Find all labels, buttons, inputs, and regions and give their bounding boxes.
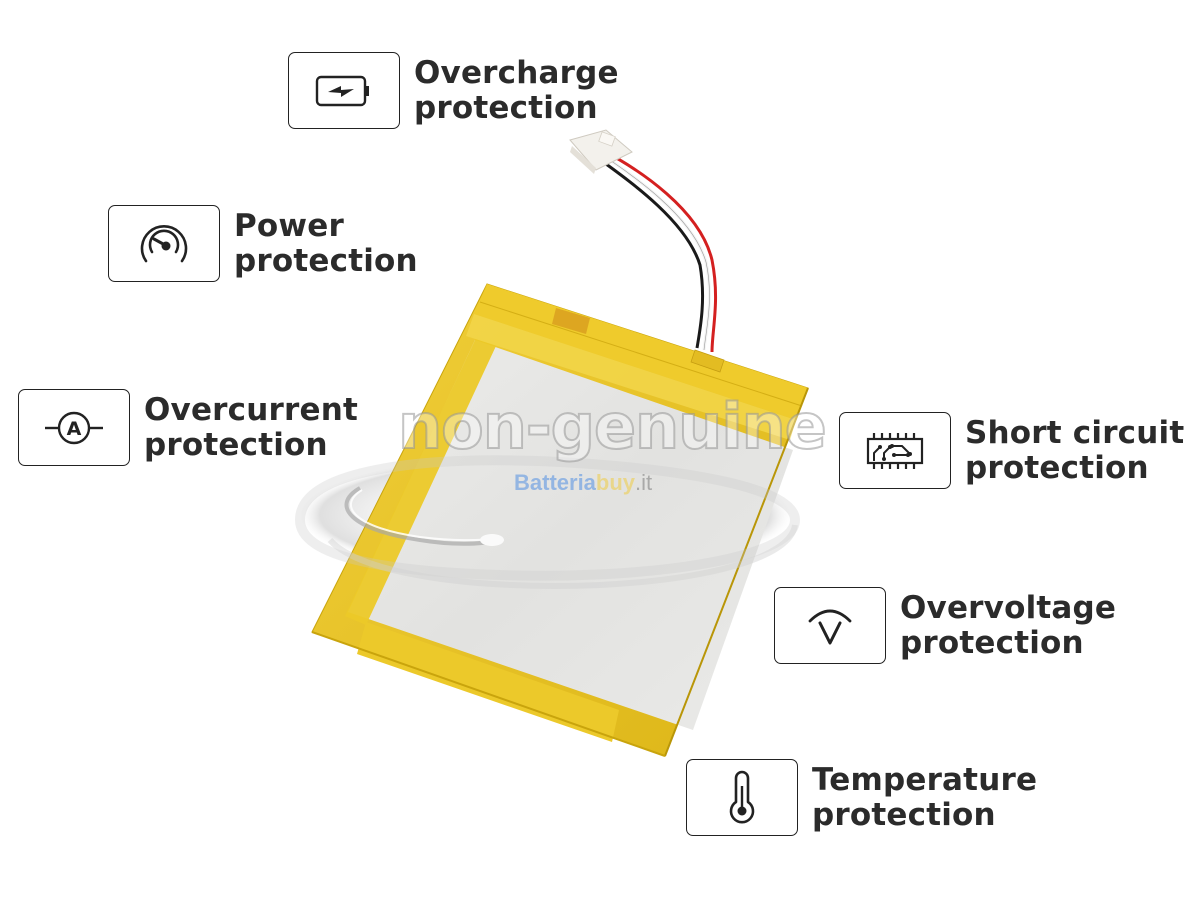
icon-box-overcurrent: A bbox=[18, 389, 130, 466]
battery-pack bbox=[311, 283, 809, 757]
swirl-ring-front bbox=[294, 455, 801, 589]
feature-temperature: Temperature protection bbox=[686, 759, 1037, 836]
icon-box-power bbox=[108, 205, 220, 282]
feature-label: Power protection bbox=[234, 207, 418, 279]
icon-box-overvoltage bbox=[774, 587, 886, 664]
icon-box-temperature bbox=[686, 759, 798, 836]
feature-overcharge: Overcharge protection bbox=[288, 52, 619, 129]
brand-part-3: .it bbox=[635, 470, 653, 495]
watermark-brand: Batteriabuy.it bbox=[514, 470, 652, 496]
feature-label: Short circuit protection bbox=[965, 414, 1185, 486]
battery-charge-icon bbox=[315, 75, 369, 106]
feature-power: Power protection bbox=[108, 205, 418, 282]
battery-wires bbox=[594, 148, 718, 353]
voltmeter-icon bbox=[808, 609, 852, 644]
brand-part-2: buy bbox=[595, 470, 636, 495]
ammeter-icon: A bbox=[45, 411, 103, 444]
circuit-chip-icon bbox=[866, 432, 924, 469]
watermark-non-genuine: non-genuine bbox=[397, 389, 828, 464]
svg-text:A: A bbox=[67, 418, 82, 440]
feature-overcurrent: A Overcurrent protection bbox=[18, 389, 358, 466]
feature-short-circuit: Short circuit protection bbox=[839, 412, 1184, 489]
feature-label: Temperature protection bbox=[812, 761, 1038, 833]
feature-label: Overcharge protection bbox=[414, 54, 619, 126]
feature-label: Overcurrent protection bbox=[144, 391, 359, 463]
feature-label: Overvoltage protection bbox=[900, 589, 1117, 661]
thermometer-icon bbox=[729, 770, 755, 823]
battery-connector bbox=[569, 129, 633, 174]
gauge-icon bbox=[140, 224, 188, 262]
icon-box-overcharge bbox=[288, 52, 400, 129]
brand-part-1: Batteria bbox=[514, 470, 596, 495]
feature-overvoltage: Overvoltage protection bbox=[774, 587, 1116, 664]
icon-box-short-circuit bbox=[839, 412, 951, 489]
